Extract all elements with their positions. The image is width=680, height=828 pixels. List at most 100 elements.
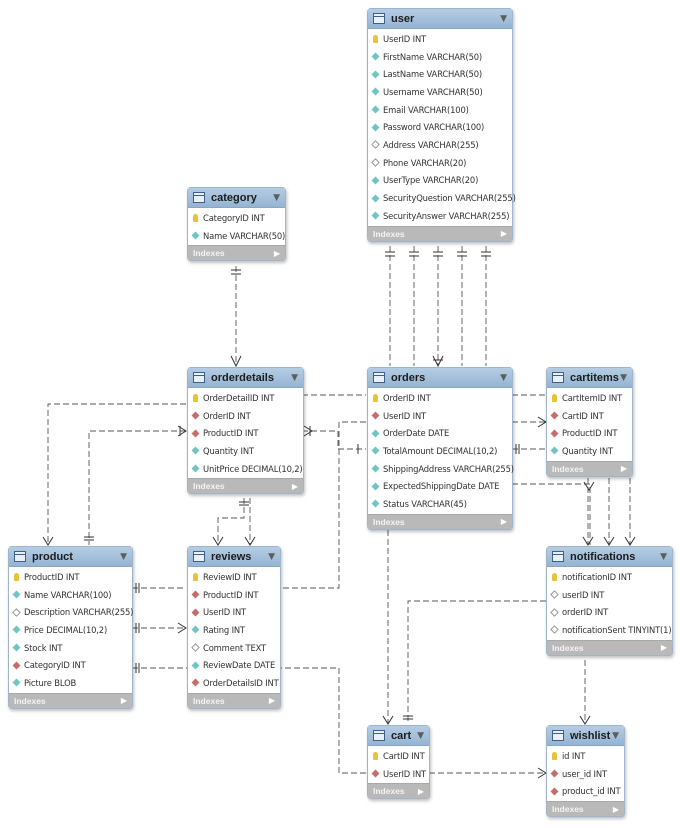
column-row[interactable]: FirstName VARCHAR(50)	[368, 48, 512, 66]
table-cartitems[interactable]: cartitems▼ CartItemID INT CartID INT Pro…	[546, 367, 633, 477]
indexes-bar[interactable]: Indexes▶	[188, 692, 280, 708]
column-row[interactable]: Username VARCHAR(50)	[368, 83, 512, 101]
column-row[interactable]: Picture BLOB	[9, 674, 132, 692]
column-row[interactable]: CartID INT	[547, 407, 632, 425]
collapse-arrow-icon[interactable]: ▼	[120, 551, 127, 562]
column-row[interactable]: ProductID INT	[547, 424, 632, 442]
indexes-bar[interactable]: Indexes▶	[547, 639, 672, 655]
table-header[interactable]: category▼	[188, 188, 285, 208]
table-header[interactable]: user▼	[368, 9, 512, 29]
column-row[interactable]: ShippingAddress VARCHAR(255)	[368, 460, 514, 478]
column-row[interactable]: Password VARCHAR(100)	[368, 118, 512, 136]
column-row[interactable]: CartItemID INT	[547, 389, 632, 407]
column-row[interactable]: SecurityAnswer VARCHAR(255)	[368, 207, 512, 225]
column-row[interactable]: id INT	[547, 747, 624, 765]
table-header[interactable]: wishlist▼	[547, 726, 624, 746]
column-row[interactable]: user_id INT	[547, 765, 624, 783]
column-row[interactable]: ExpectedShippingDate DATE	[368, 477, 512, 495]
indexes-bar[interactable]: Indexes▶	[368, 513, 512, 529]
collapse-arrow-icon[interactable]: ▼	[417, 730, 424, 741]
column-row[interactable]: Address VARCHAR(255)	[368, 136, 512, 154]
table-header[interactable]: orders▼	[368, 368, 512, 388]
table-header[interactable]: orderdetails▼	[188, 368, 303, 388]
table-header[interactable]: cart▼	[368, 726, 429, 746]
collapse-arrow-icon[interactable]: ▼	[500, 13, 507, 24]
column-row[interactable]: notificationID INT	[547, 568, 672, 586]
column-row[interactable]: ProductID INT	[9, 568, 132, 586]
expand-arrow-icon[interactable]: ▶	[120, 696, 127, 706]
expand-arrow-icon[interactable]: ▶	[500, 517, 507, 527]
indexes-bar[interactable]: Indexes▶	[188, 478, 303, 494]
column-row[interactable]: Name VARCHAR(50)	[188, 227, 285, 245]
table-category[interactable]: category▼ CategoryID INT Name VARCHAR(50…	[187, 187, 286, 262]
column-row[interactable]: UserID INT	[368, 407, 512, 425]
collapse-arrow-icon[interactable]: ▼	[291, 372, 298, 383]
indexes-bar[interactable]: Indexes▶	[547, 801, 624, 817]
table-header[interactable]: reviews▼	[188, 547, 280, 567]
column-row[interactable]: ReviewID INT	[188, 568, 280, 586]
column-row[interactable]: SecurityQuestion VARCHAR(255)	[368, 189, 516, 207]
collapse-arrow-icon[interactable]: ▼	[660, 551, 667, 562]
column-row[interactable]: Phone VARCHAR(20)	[368, 154, 512, 172]
column-row[interactable]: TotalAmount DECIMAL(10,2)	[368, 442, 512, 460]
column-row[interactable]: Status VARCHAR(45)	[368, 495, 512, 513]
column-row[interactable]: Rating INT	[188, 621, 280, 639]
column-row[interactable]: orderID INT	[547, 603, 672, 621]
collapse-arrow-icon[interactable]: ▼	[273, 192, 280, 203]
column-row[interactable]: ProductID INT	[188, 424, 303, 442]
column-row[interactable]: Quantity INT	[547, 442, 632, 460]
expand-arrow-icon[interactable]: ▶	[273, 248, 280, 258]
column-row[interactable]: UserType VARCHAR(20)	[368, 172, 512, 190]
collapse-arrow-icon[interactable]: ▼	[268, 551, 275, 562]
column-row[interactable]: Quantity INT	[188, 442, 303, 460]
table-header[interactable]: product▼	[9, 547, 132, 567]
column-row[interactable]: notificationSent TINYINT(1)	[547, 621, 672, 639]
indexes-bar[interactable]: Indexes▶	[368, 225, 512, 241]
column-row[interactable]: OrderID INT	[188, 407, 303, 425]
column-row[interactable]: UserID INT	[368, 765, 429, 783]
column-row[interactable]: UserID INT	[368, 30, 512, 48]
column-row[interactable]: Email VARCHAR(100)	[368, 101, 512, 119]
table-header[interactable]: cartitems▼	[547, 368, 632, 388]
expand-arrow-icon[interactable]: ▶	[417, 786, 424, 796]
column-row[interactable]: Name VARCHAR(100)	[9, 586, 132, 604]
column-row[interactable]: ReviewDate DATE	[188, 656, 280, 674]
column-row[interactable]: Price DECIMAL(10,2)	[9, 621, 132, 639]
table-header[interactable]: notifications▼	[547, 547, 672, 567]
column-row[interactable]: Stock INT	[9, 639, 132, 657]
column-row[interactable]: Comment TEXT	[188, 639, 280, 657]
indexes-bar[interactable]: Indexes▶	[9, 692, 132, 708]
column-row[interactable]: UserID INT	[188, 603, 280, 621]
expand-arrow-icon[interactable]: ▶	[660, 643, 667, 653]
expand-arrow-icon[interactable]: ▶	[268, 696, 275, 706]
column-row[interactable]: OrderDetailsID INT	[188, 674, 280, 692]
column-row[interactable]: LastName VARCHAR(50)	[368, 65, 512, 83]
column-row[interactable]: UnitPrice DECIMAL(10,2)	[188, 460, 303, 478]
expand-arrow-icon[interactable]: ▶	[291, 481, 298, 491]
collapse-arrow-icon[interactable]: ▼	[612, 730, 619, 741]
table-reviews[interactable]: reviews▼ ReviewID INT ProductID INT User…	[187, 546, 281, 709]
column-row[interactable]: CartID INT	[368, 747, 429, 765]
table-cart[interactable]: cart▼ CartID INT UserID INT Indexes▶	[367, 725, 430, 800]
collapse-arrow-icon[interactable]: ▼	[500, 372, 507, 383]
table-notifications[interactable]: notifications▼ notificationID INT userID…	[546, 546, 673, 656]
column-row[interactable]: ProductID INT	[188, 586, 280, 604]
expand-arrow-icon[interactable]: ▶	[500, 229, 507, 239]
collapse-arrow-icon[interactable]: ▼	[620, 372, 627, 383]
indexes-bar[interactable]: Indexes▶	[547, 460, 632, 476]
column-row[interactable]: OrderID INT	[368, 389, 512, 407]
expand-arrow-icon[interactable]: ▶	[612, 804, 619, 814]
column-row[interactable]: CategoryID INT	[188, 209, 285, 227]
indexes-bar[interactable]: Indexes▶	[368, 783, 429, 799]
column-row[interactable]: userID INT	[547, 586, 672, 604]
indexes-bar[interactable]: Indexes▶	[188, 245, 285, 261]
table-product[interactable]: product▼ ProductID INT Name VARCHAR(100)…	[8, 546, 133, 709]
column-row[interactable]: OrderDate DATE	[368, 424, 512, 442]
expand-arrow-icon[interactable]: ▶	[620, 464, 627, 474]
column-row[interactable]: OrderDetailID INT	[188, 389, 303, 407]
column-row[interactable]: CategoryID INT	[9, 656, 132, 674]
table-wishlist[interactable]: wishlist▼ id INT user_id INT product_id …	[546, 725, 625, 818]
column-row[interactable]: Description VARCHAR(255)	[9, 603, 133, 621]
table-orderdetails[interactable]: orderdetails▼ OrderDetailID INT OrderID …	[187, 367, 304, 495]
column-row[interactable]: product_id INT	[547, 782, 624, 800]
